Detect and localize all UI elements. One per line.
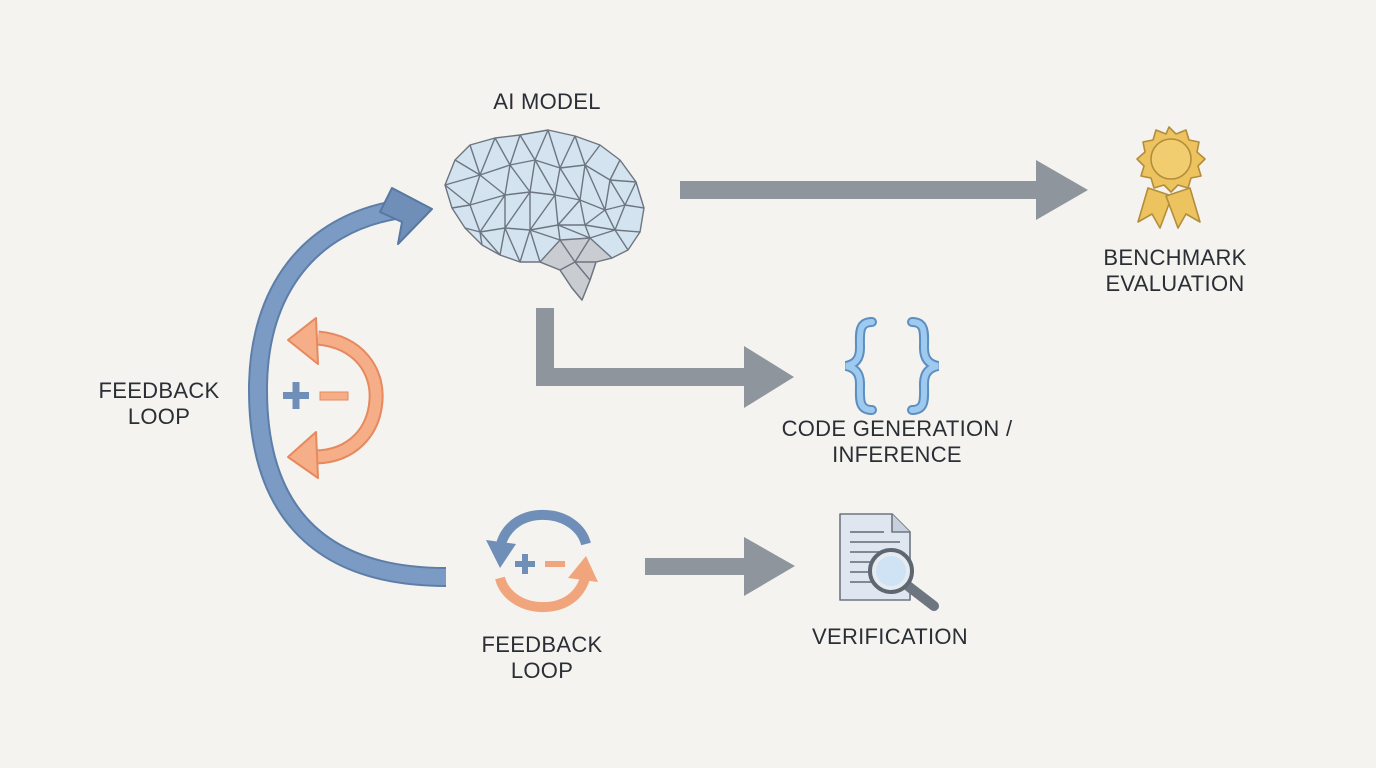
- award-ribbon-icon: [1136, 126, 1206, 229]
- ai-model-label: AI MODEL: [472, 89, 622, 115]
- feedback-bottom-label-line1: FEEDBACK: [481, 632, 603, 657]
- feedback-loop-bottom-label: FEEDBACK LOOP: [467, 632, 617, 684]
- verification-label: VERIFICATION: [795, 624, 985, 650]
- feedback-arc-arrow: [247, 187, 447, 587]
- ai-model-label-text: AI MODEL: [493, 89, 601, 114]
- arrow-to-code-generation: [536, 308, 794, 408]
- feedback-left-label-line1: FEEDBACK: [98, 378, 220, 403]
- plus-minus-cycle-icon-small: [486, 509, 598, 613]
- document-magnifier-icon: [839, 513, 939, 611]
- benchmark-label-line1: BENCHMARK: [1103, 245, 1247, 270]
- code-generation-label-line1: CODE GENERATION /: [781, 416, 1013, 441]
- feedback-bottom-label-line2: LOOP: [510, 658, 574, 683]
- benchmark-label-line2: EVALUATION: [1105, 271, 1245, 296]
- verification-label-text: VERIFICATION: [812, 624, 968, 649]
- brain-icon: [444, 129, 645, 301]
- code-generation-label-line2: INFERENCE: [832, 442, 962, 467]
- curly-braces-icon: [844, 317, 940, 415]
- benchmark-evaluation-label: BENCHMARK EVALUATION: [1085, 245, 1265, 297]
- arrow-to-benchmark: [680, 160, 1088, 220]
- code-generation-label: CODE GENERATION / INFERENCE: [762, 416, 1032, 468]
- feedback-left-label-line2: LOOP: [127, 404, 191, 429]
- arrow-to-verification: [645, 537, 795, 596]
- plus-minus-cycle-icon: [283, 317, 384, 479]
- feedback-loop-left-label: FEEDBACK LOOP: [84, 378, 234, 430]
